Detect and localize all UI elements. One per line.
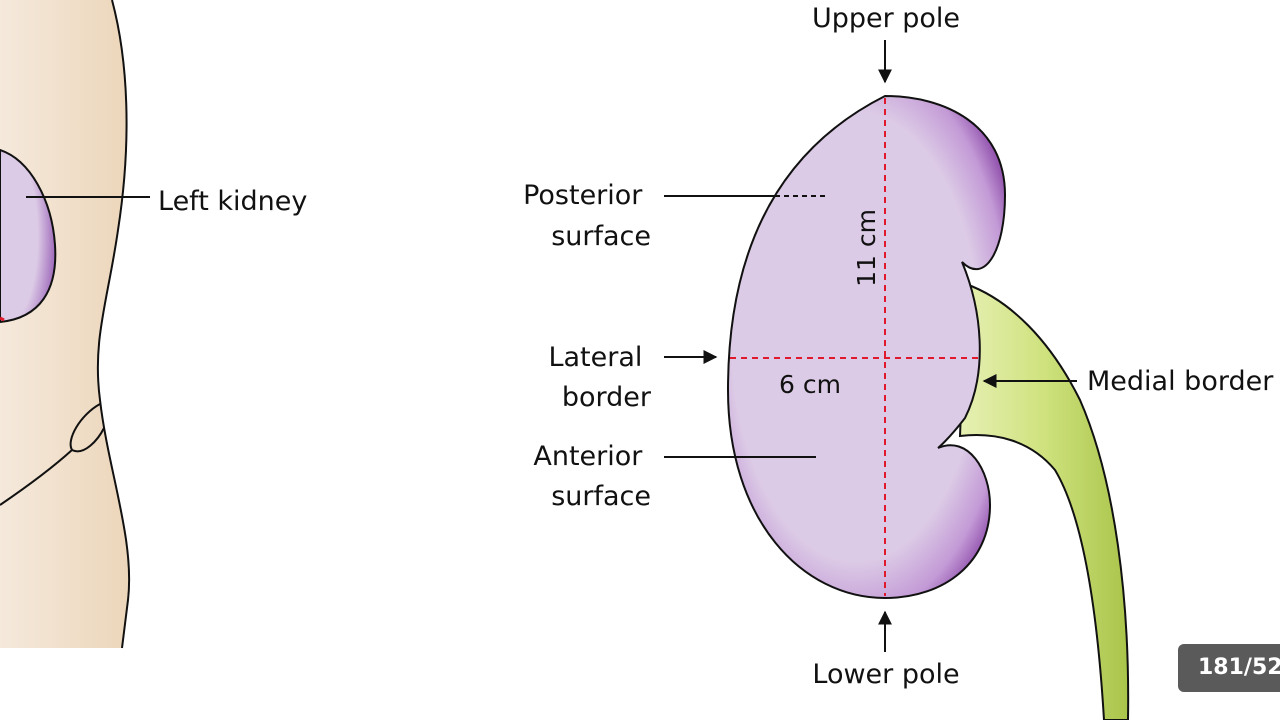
label-lower-pole: Lower pole [812, 659, 959, 690]
torso-edge-line [96, 0, 131, 649]
kidney [726, 94, 1007, 600]
label-anterior-surface: Anterior surface [533, 441, 651, 512]
dimension-width: 6 cm [779, 370, 841, 399]
label-medial-border: Medial border [1087, 366, 1274, 397]
label-posterior-surface: Posterior surface [523, 180, 651, 252]
label-lateral-border: Lateral border [548, 342, 651, 413]
body-outline [0, 0, 131, 649]
small-kidney-red-mark [0, 316, 5, 322]
label-upper-pole: Upper pole [812, 3, 960, 34]
small-left-kidney [0, 148, 57, 324]
small-kidney-shape [0, 148, 57, 324]
label-left-kidney: Left kidney [158, 186, 307, 217]
dimension-length: 11 cm [852, 209, 881, 287]
ureter [958, 282, 1130, 720]
hip-crease-line [0, 403, 105, 506]
torso-silhouette [0, 0, 130, 648]
slide-counter-badge[interactable]: 181/52 [1178, 644, 1280, 692]
